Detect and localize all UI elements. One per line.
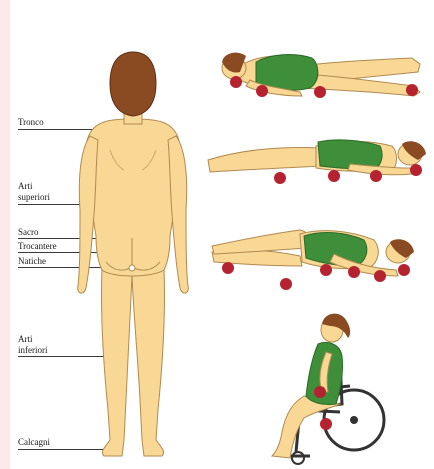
pressure-point-prone-head — [410, 164, 422, 176]
pressure-point-seated-buttock — [320, 418, 332, 430]
left-leg — [101, 268, 132, 456]
standing-figure-back — [78, 52, 189, 456]
pressure-point-supine-heel — [406, 84, 418, 96]
pressure-point-side-ankle — [222, 262, 234, 274]
pressure-point-prone-chest — [370, 170, 382, 182]
pressure-point-supine-shoulder — [256, 85, 268, 97]
pressure-point-side-knee — [280, 278, 292, 290]
pressure-point-prone-knee — [274, 172, 286, 184]
pressure-point-side-elbow — [374, 270, 386, 282]
side-lying-figure — [212, 230, 414, 290]
pressure-point-supine-head — [230, 76, 242, 88]
prone-figure — [208, 140, 426, 184]
pressure-point-side-head — [398, 264, 410, 276]
wheelchair-hub — [350, 416, 358, 424]
pressure-point-seated-back — [314, 386, 326, 398]
prone-legs — [208, 148, 322, 173]
side-legs-upper — [212, 230, 310, 254]
wheelchair-figure — [272, 314, 384, 464]
right-leg — [132, 268, 165, 456]
pressure-point-prone-hip — [328, 170, 340, 182]
hair — [110, 52, 156, 116]
torso — [86, 119, 180, 276]
pressure-point-side-shoulder — [348, 266, 360, 278]
pressure-point-supine-sacrum — [314, 86, 326, 98]
supine-figure — [222, 53, 420, 98]
pressure-point-side-hip — [320, 264, 332, 276]
wheelchair-caster — [292, 452, 304, 464]
sacrum-marker — [129, 265, 135, 271]
